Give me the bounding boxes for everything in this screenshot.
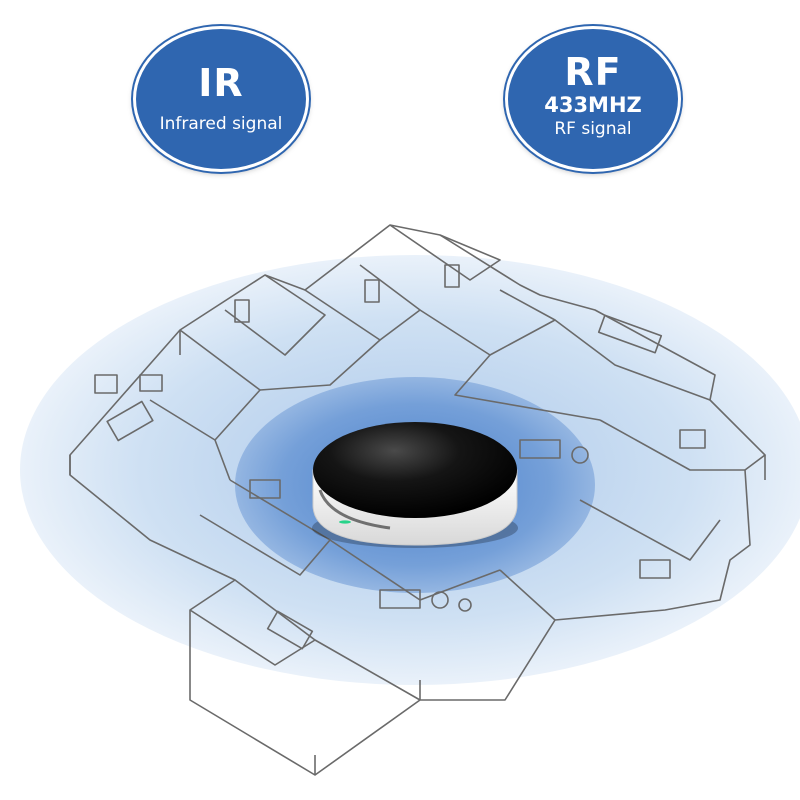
rf-title: RF (564, 50, 622, 94)
rf-frequency: 433MHZ (544, 93, 642, 117)
rf-signal-badge: RF 433MHZ RF signal (505, 26, 681, 172)
ir-signal-badge: IR Infrared signal (133, 26, 309, 172)
ir-subtitle: Infrared signal (159, 114, 283, 134)
rf-subtitle: RF signal (554, 119, 632, 139)
ir-title: IR (198, 61, 244, 105)
status-light (339, 520, 351, 524)
smart-ir-rf-hub (312, 422, 518, 548)
house-floorplan-illustration (69, 224, 766, 776)
